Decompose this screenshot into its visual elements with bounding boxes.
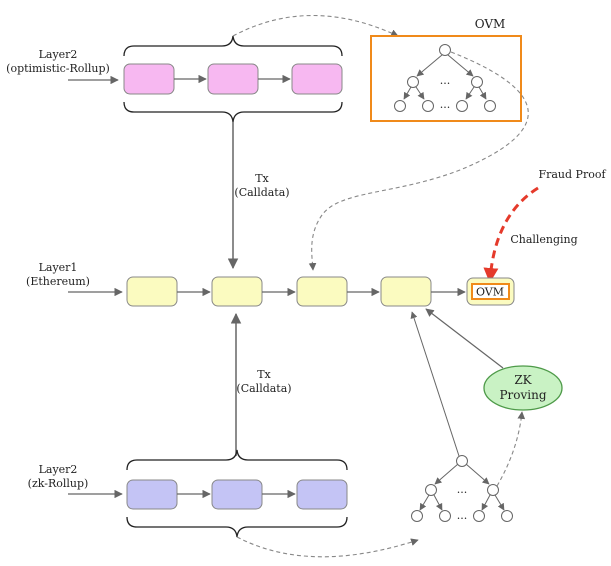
challenging-label: Challenging: [510, 233, 577, 246]
ovm-tree-node: [439, 44, 451, 56]
layer1-block: [126, 276, 178, 307]
layer1-block: [211, 276, 263, 307]
zk-tree-node: [456, 455, 468, 467]
layer1-sublabel: (Ethereum): [26, 275, 90, 288]
ovm-title: OVM: [475, 17, 506, 31]
layer1-ovm-inner-box: [471, 283, 510, 300]
layer2-optimistic-label: Layer2: [39, 48, 78, 61]
optimistic-block: [123, 63, 175, 95]
optimistic-block: [207, 63, 259, 95]
optimistic-top-brace: [123, 35, 343, 57]
optimistic-to-ovm-dashed-arrow: [232, 14, 399, 37]
zk-proving-node: [483, 365, 563, 411]
ovm-tree-node: [471, 76, 483, 88]
layer1-ovm-label: OVM: [476, 286, 504, 299]
layer1-block: [296, 276, 348, 307]
ovm-tree-node: [407, 76, 419, 88]
zk-block: [126, 479, 178, 510]
ovm-tree-node: [422, 100, 434, 112]
tx-bottom-sublabel: (Calldata): [236, 382, 291, 395]
zk-rollup-to-tree-dashed-arrow: [236, 536, 419, 558]
fraud-proof-label: Fraud Proof: [538, 168, 606, 181]
zk-block: [296, 479, 348, 510]
zk-tree-node: [411, 510, 423, 522]
layer2-zk-sublabel: (zk-Rollup): [28, 477, 89, 490]
zk-tree-node: [439, 510, 451, 522]
layer1-block: [380, 276, 432, 307]
zk-tree-node: [473, 510, 485, 522]
zk-tree-ellipsis: ...: [457, 509, 468, 522]
zk-tree: [410, 311, 505, 511]
layer1-label: Layer1: [39, 261, 78, 274]
ovm-tree-ellipsis: ...: [440, 74, 451, 87]
zk-proving-label: ZK: [514, 373, 532, 387]
ovm-tree-ellipsis: ...: [440, 98, 451, 111]
ovm-tree-node: [484, 100, 496, 112]
tx-top-sublabel: (Calldata): [234, 186, 289, 199]
zk-proving-sublabel: Proving: [499, 388, 546, 402]
zk-block: [211, 479, 263, 510]
layer2-optimistic-sublabel: (optimistic-Rollup): [6, 62, 110, 75]
tx-bottom-label: Tx: [257, 368, 271, 381]
zk-tree-node: [487, 484, 499, 496]
ovm-tree-node: [394, 100, 406, 112]
optimistic-bottom-brace: [123, 101, 343, 123]
tx-top-label: Tx: [255, 172, 269, 185]
zk-tree-node: [501, 510, 513, 522]
zk-bottom-brace: [126, 516, 348, 538]
ovm-tree: [403, 54, 487, 100]
ovm-to-layer1-dashed-arrow: [308, 51, 529, 271]
optimistic-block: [291, 63, 343, 95]
zk-tree-node: [425, 484, 437, 496]
zk-top-brace: [126, 449, 348, 471]
zk-tree-to-proving-dashed-arrow: [496, 411, 526, 487]
zk-tree-ellipsis: ...: [457, 483, 468, 496]
zk-proving-to-layer1-arrow: [425, 308, 504, 369]
layer2-zk-label: Layer2: [39, 463, 78, 476]
fraud-proof-arrow: [483, 186, 539, 283]
ovm-tree-node: [456, 100, 468, 112]
